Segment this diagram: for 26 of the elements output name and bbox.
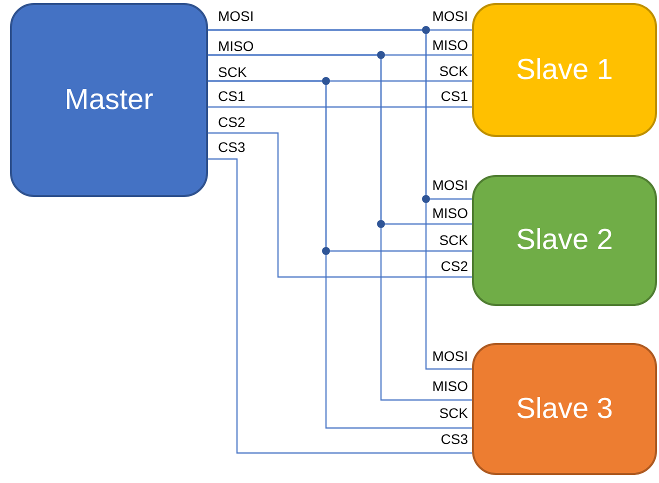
pin-label: MISO — [218, 38, 254, 55]
pin-label: MISO — [432, 37, 468, 54]
pin-label: CS2 — [218, 114, 246, 131]
pin-label: SCK — [218, 64, 247, 81]
pin-label: MOSI — [432, 8, 468, 25]
wire — [208, 106, 472, 108]
wire — [208, 29, 472, 370]
master-block: Master — [10, 3, 208, 197]
pin-label: MOSI — [218, 8, 254, 25]
pin-label: MISO — [432, 378, 468, 395]
pin-label: CS3 — [218, 139, 246, 156]
pin-label: CS3 — [440, 431, 468, 448]
slave-block: Slave 3 — [472, 343, 657, 475]
pin-label: CS2 — [440, 258, 468, 275]
slave-block: Slave 1 — [472, 3, 657, 137]
wire — [208, 158, 472, 454]
pin-label: CS1 — [218, 88, 246, 105]
pin-label: MISO — [432, 205, 468, 222]
pin-label: SCK — [439, 63, 468, 80]
pin-label: SCK — [439, 405, 468, 422]
pin-label: MOSI — [432, 348, 468, 365]
slave-block: Slave 2 — [472, 175, 657, 306]
pin-label: CS1 — [440, 88, 468, 105]
pin-label: MOSI — [432, 177, 468, 194]
pin-label: SCK — [439, 232, 468, 249]
wire — [208, 132, 472, 278]
